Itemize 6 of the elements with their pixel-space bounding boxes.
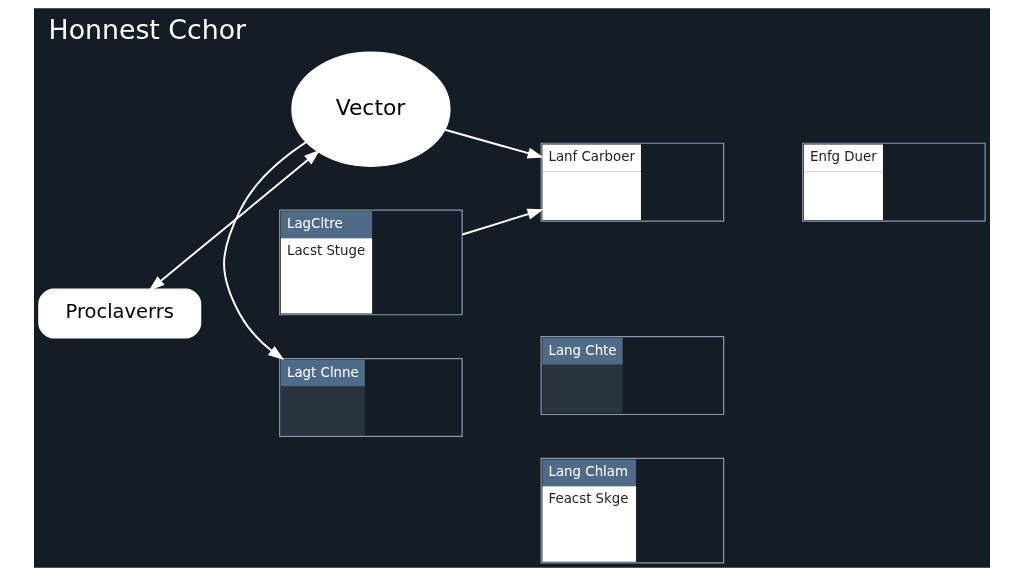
arrow [444,128,544,159]
diagram-title: Honnest Cchor [48,14,247,46]
arrow [148,149,321,291]
arrow [461,208,544,236]
node-box: Proclaverrs [38,288,202,339]
arrow [223,141,308,361]
